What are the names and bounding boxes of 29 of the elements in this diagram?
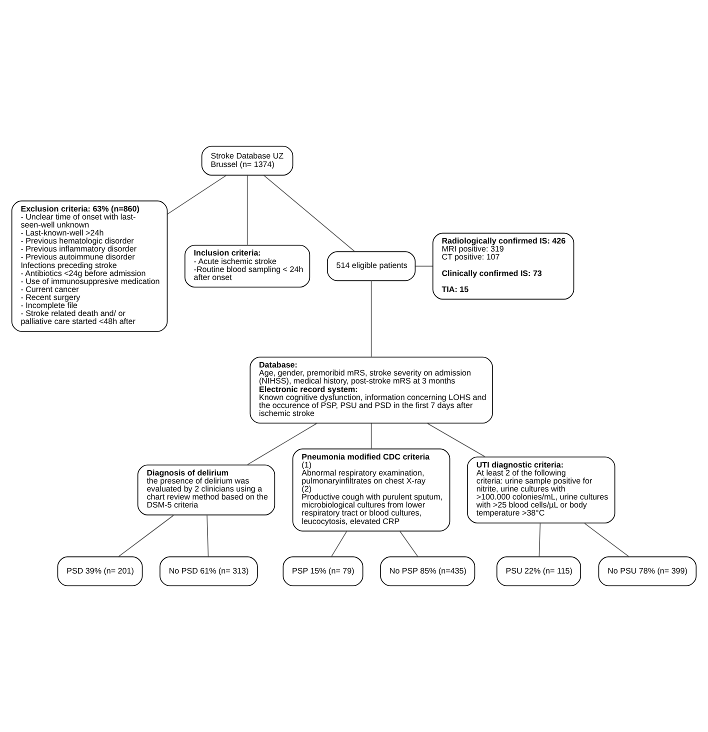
connector — [370, 280, 372, 358]
node-box: PSD 39% (n= 201) — [57, 556, 143, 586]
node-box: UTI diagnostic criteria: At least 2 of the following criteria: urine sample positive for nitrite, urine cultures with >100.000 colonies/mL, urine cultures with >25 blood cells/µL or body temperature >38°C — [467, 456, 616, 524]
connector — [246, 422, 318, 466]
node-box: Database: Age, gender, premoribid mRS, stroke severity on admission (NIHSS), medical history, post-stroke mRS at 3 months Electronic record system: Known cognitive dysfunction, information concerning LOHS and the occurence of PSP, PSU and PSD in the first 7 days after ischemic stroke — [250, 356, 493, 424]
connector — [584, 522, 630, 558]
node-box: Inclusion criteria: - Acute ischemic stroke -Routine blood sampling < 24h after onset — [184, 244, 310, 288]
connector — [538, 522, 541, 558]
node-box: No PSP 85% (n=435) — [380, 556, 476, 586]
node-box: Radiologically confirmed IS: 426 MRI positive: 319 CT positive: 107 Clinically confirmed IS: 73 TIA: 15 — [432, 232, 574, 300]
connector — [246, 174, 248, 246]
node-box: No PSU 78% (n= 399) — [598, 556, 697, 586]
node-box: PSU 22% (n= 115) — [496, 556, 582, 586]
node-box: PSP 15% (n= 79) — [282, 556, 364, 586]
connector — [118, 514, 174, 558]
connector — [415, 266, 433, 267]
connector — [426, 422, 486, 458]
connector — [167, 174, 227, 214]
node-box: Exclusion criteria: 63% (n=860) - Unclear time of onset with last-seen-well unknown - Last-known-well >24h - Previous hematologic disorder - Previous inflammatory disorder - Previous autoimmune disorder Infections preceding stroke - Antibiotics <24g before admission - Use of immunosuppresive medication - Current cancer - Recent surgery - Incomplete file - Stroke related death and/ or palliative care started <48h after — [11, 200, 168, 332]
node-box: No PSD 61% (n= 313) — [160, 556, 258, 586]
connector — [370, 422, 372, 450]
node-box: Stroke Database UZ Brussel (n= 1374) — [201, 146, 294, 176]
node-box: 514 eligible patients — [327, 251, 416, 282]
connector — [330, 530, 348, 558]
connector — [206, 514, 209, 558]
node-box: Diagnosis of delirium the presence of delirium was evaluated by 2 clinicians using a chart review method based on the DSM-5 criteria — [137, 464, 276, 516]
connector — [263, 174, 356, 252]
connector — [399, 530, 418, 558]
node-box: Pneumonia modified CDC criteria (1) Abnormal respiratory examination, pulmonaryinfiltrates on chest X-ray (2) Productive cough with purulent sputum, microbiological cultures from lower respiratory tract or blood cultures, leucocytosis, elevated CRP — [292, 448, 450, 532]
